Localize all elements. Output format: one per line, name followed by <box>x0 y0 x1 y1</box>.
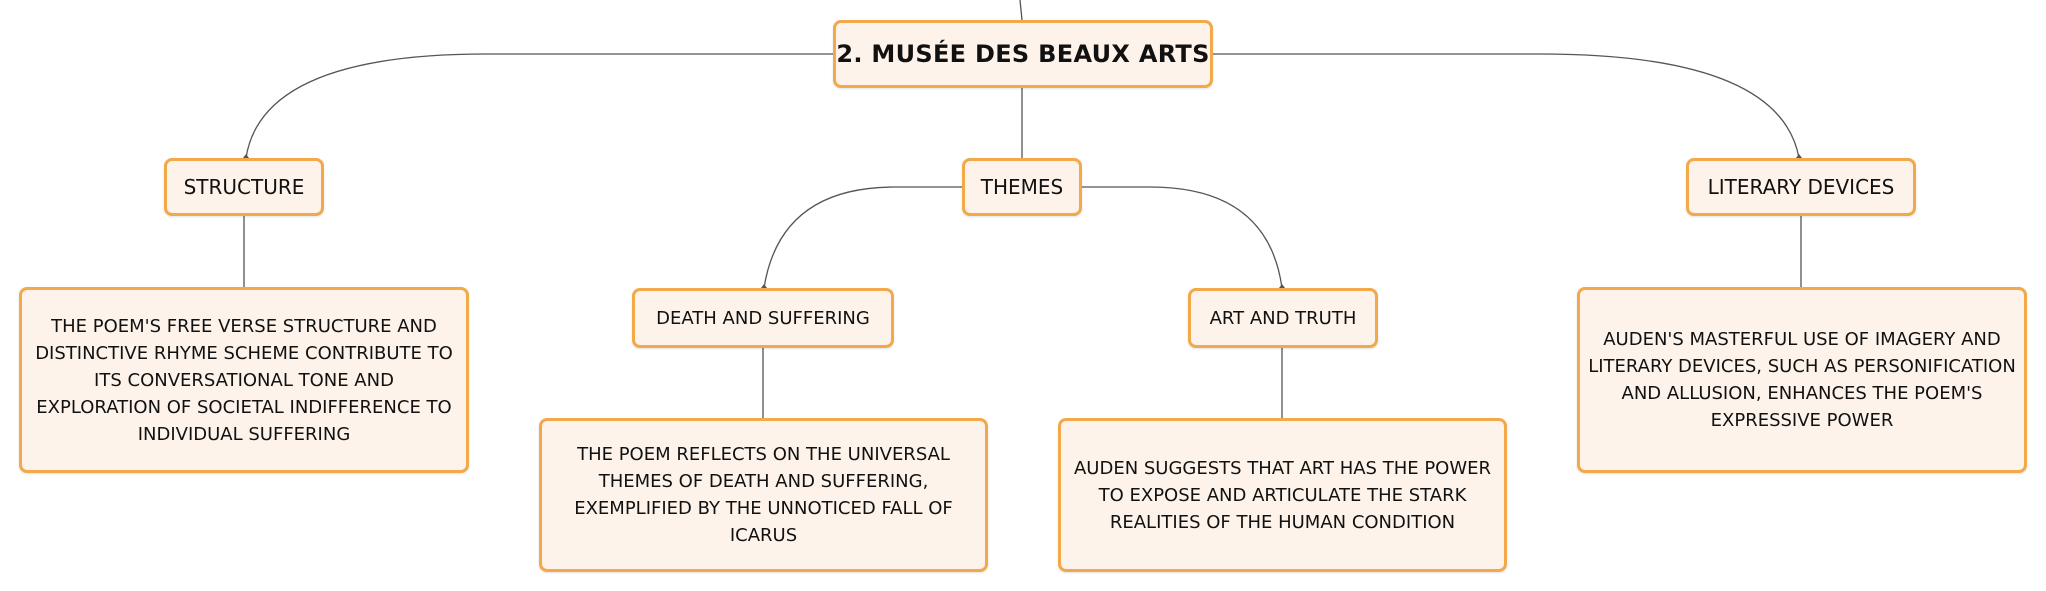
literary-devices-detail-node[interactable]: AUDEN'S MASTERFUL USE OF IMAGERY AND LIT… <box>1577 287 2027 473</box>
art-and-truth-detail-node[interactable]: AUDEN SUGGESTS THAT ART HAS THE POWER TO… <box>1058 418 1507 572</box>
arrowhead-structure <box>243 154 249 158</box>
art-and-truth-node-label: ART AND TRUTH <box>1209 307 1357 329</box>
literary-devices-detail-text: AUDEN'S MASTERFUL USE OF IMAGERY AND LIT… <box>1588 329 2016 431</box>
art-and-truth-node[interactable]: ART AND TRUTH <box>1188 288 1378 348</box>
structure-detail-text: THE POEM'S FREE VERSE STRUCTURE AND DIST… <box>35 315 453 445</box>
death-and-suffering-node-label: DEATH AND SUFFERING <box>656 307 870 329</box>
themes-node[interactable]: THEMES <box>962 158 1082 216</box>
connector-themes-art <box>1082 186 1283 289</box>
structure-node-label: STRUCTURE <box>183 175 305 199</box>
death-and-suffering-detail-text: THE POEM REFLECTS ON THE UNIVERSAL THEME… <box>574 444 953 546</box>
arrowhead-literary-devices <box>1796 154 1802 158</box>
connector-root-structure <box>245 53 833 159</box>
arrowhead-death <box>761 284 767 288</box>
arrowhead-art <box>1279 284 1285 288</box>
structure-node[interactable]: STRUCTURE <box>164 158 324 216</box>
structure-detail-node[interactable]: THE POEM'S FREE VERSE STRUCTURE AND DIST… <box>19 287 469 473</box>
connector-root-literary-devices <box>1213 53 1800 159</box>
literary-devices-node-label: LITERARY DEVICES <box>1707 175 1895 199</box>
literary-devices-node[interactable]: LITERARY DEVICES <box>1686 158 1916 216</box>
death-and-suffering-node[interactable]: DEATH AND SUFFERING <box>632 288 894 348</box>
themes-node-label: THEMES <box>980 175 1064 199</box>
connector-parent-root <box>1019 0 1023 21</box>
connector-themes-death <box>763 186 962 289</box>
root-node[interactable]: 2. MUSÉE DES BEAUX ARTS <box>833 20 1213 88</box>
death-and-suffering-detail-node[interactable]: THE POEM REFLECTS ON THE UNIVERSAL THEME… <box>539 418 988 572</box>
art-and-truth-detail-text: AUDEN SUGGESTS THAT ART HAS THE POWER TO… <box>1073 457 1492 533</box>
root-node-label: 2. MUSÉE DES BEAUX ARTS <box>836 40 1210 68</box>
